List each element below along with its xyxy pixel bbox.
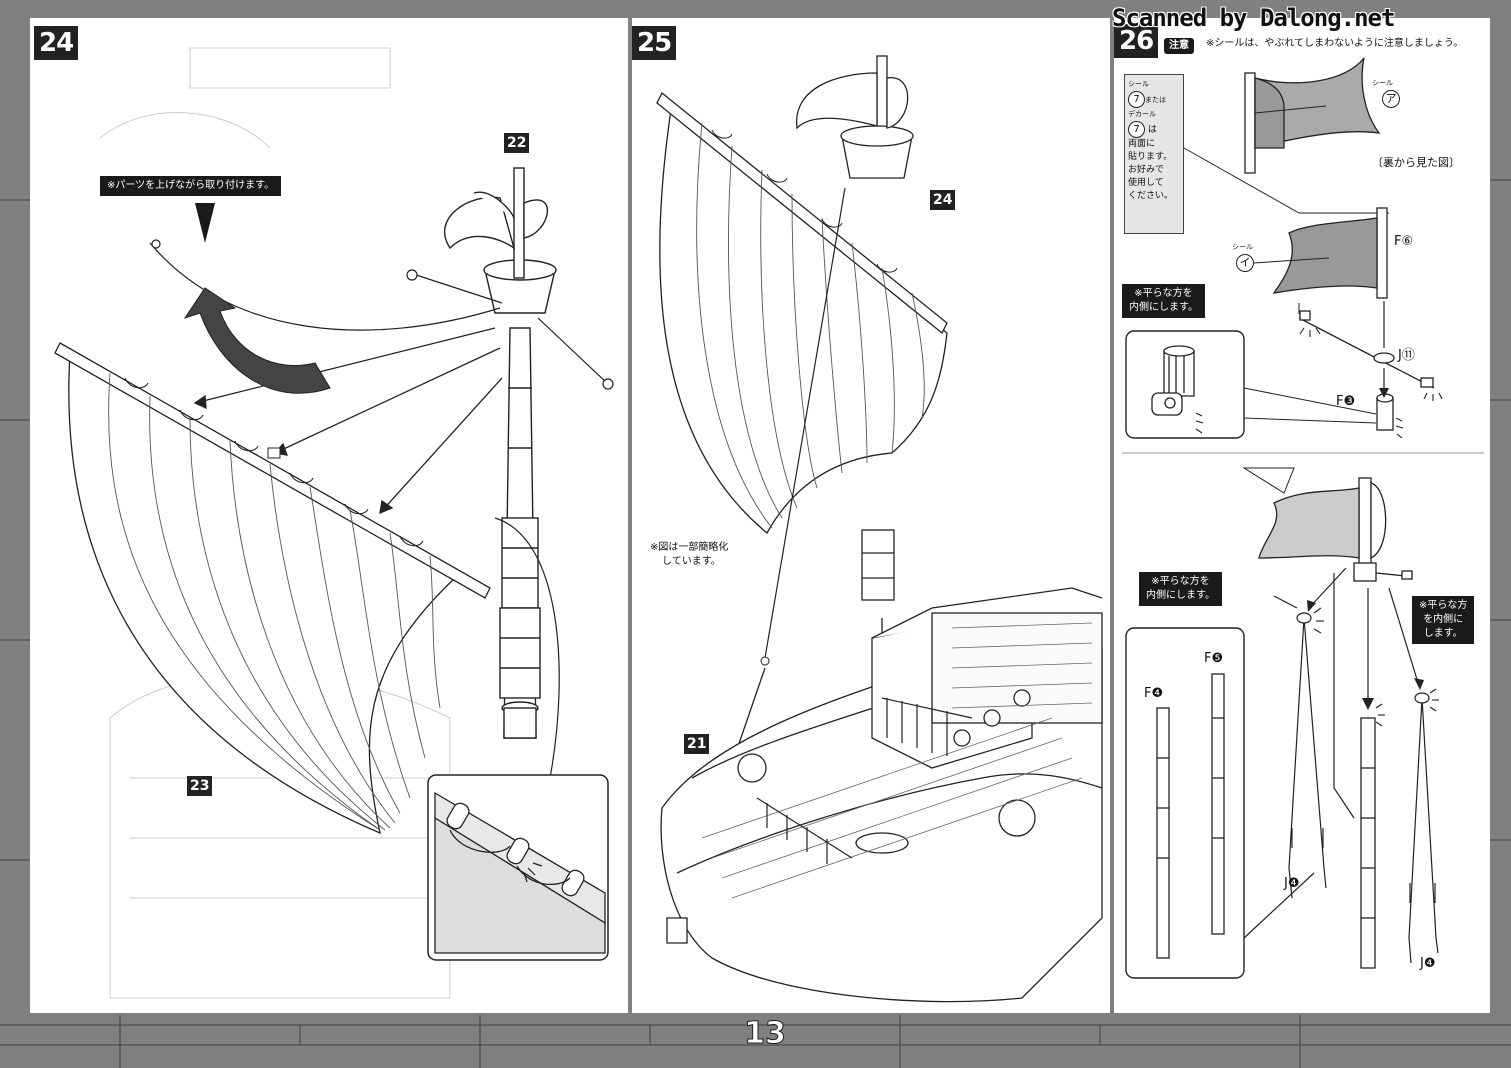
decal-number: 7 [1128,121,1145,138]
step-24-panel: 24 ※パーツを上げながら取り付けます。 22 23 [30,18,628,1013]
step-25-illustration [656,55,1103,1003]
seal-i-marker: イ [1236,254,1254,272]
caution-badge: 注意 [1164,38,1194,54]
step-24-illustration [54,47,614,999]
step-number-24: 24 [34,26,79,60]
part-label-f4: F❹ [1144,686,1164,701]
part-label-j4-left: J❹ [1284,876,1300,891]
step-25-panel: 25 24 21 ※図は一部簡略化 しています。 [632,18,1110,1013]
part-label-f6: F⑥ [1394,234,1414,249]
step-number-25: 25 [632,26,677,60]
flat-side-note-right: ※平らな方 を内側に します。 [1412,596,1475,644]
part-label-f3: F❸ [1336,394,1356,409]
step-24-note: ※パーツを上げながら取り付けます。 [100,176,282,196]
part-label-f5: F❺ [1204,651,1224,666]
back-view-caption: 〔裏から見た図〕 [1372,156,1460,169]
seal-a-label: シール [1372,79,1393,87]
part-label-j11: J⑪ [1398,348,1415,363]
step-25-note: ※図は一部簡略化 しています。 [650,542,729,567]
part-number-24: 24 [930,190,956,210]
seal-i-label: シール [1232,243,1253,251]
scan-credit: Scanned by Dalong.net [1112,4,1395,32]
part-number-21: 21 [684,734,710,754]
seal-number: 7 [1128,91,1145,108]
step-number-26: 26 [1114,24,1159,58]
caution-text: ※シールは、やぶれてしまわないように注意しましょう。 [1206,38,1464,49]
lift-arrow-icon [183,287,331,394]
step-26-illustration [1122,57,1484,979]
flat-side-note-left: ※平らな方を 内側にします。 [1139,572,1222,606]
part-number-23: 23 [187,776,213,796]
part-label-j4-right: J❹ [1420,956,1436,971]
page-number: 13 [744,1016,787,1052]
seal-a-marker: ア [1382,90,1400,108]
flat-side-note-top: ※平らな方を 内側にします。 [1122,284,1205,318]
part-number-22: 22 [504,133,530,153]
